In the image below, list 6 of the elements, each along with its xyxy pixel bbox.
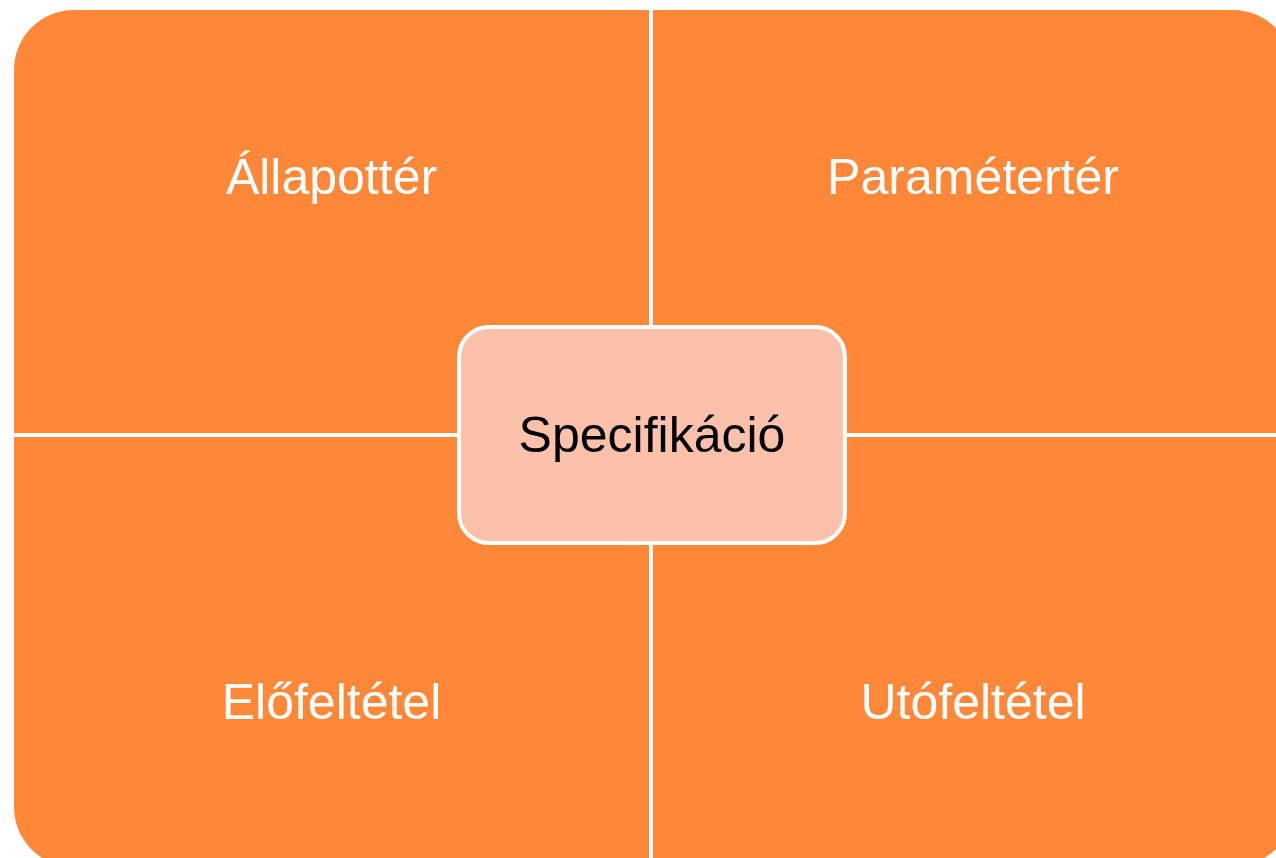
center-box	[457, 325, 847, 545]
center-label: Specifikáció	[518, 406, 786, 464]
quadrant-label: Utófeltétel	[859, 673, 1087, 731]
quadrant-label: Állapottér	[224, 148, 439, 206]
quadrant-label: Előfeltétel	[220, 673, 443, 731]
quadrant-label: Paramétertér	[826, 148, 1120, 206]
